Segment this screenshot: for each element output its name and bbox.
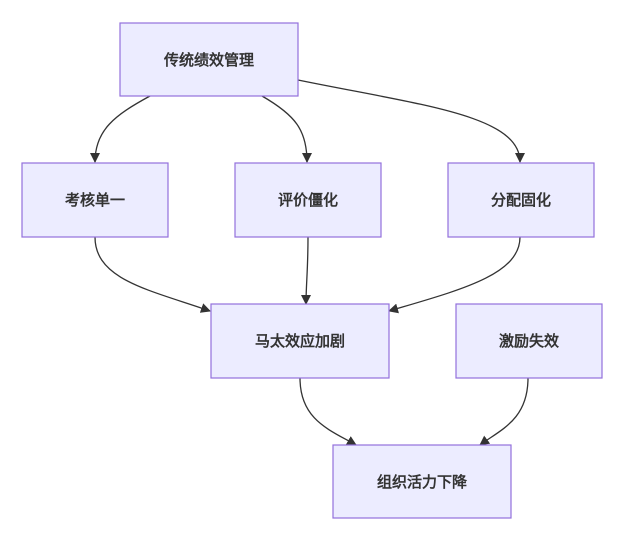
node-incentive-failure-box [455, 303, 603, 379]
node-matthew-effect: 马太效应加剧 [210, 303, 390, 379]
edge-single-assessment-to-matthew-effect [94, 236, 211, 313]
edge-traditional-to-fixed-distribution [297, 79, 525, 163]
edge-rigid-evaluation-to-matthew-effect [301, 236, 312, 305]
node-single-assessment-box [21, 162, 169, 238]
edge-traditional-to-single-assessment [90, 95, 151, 163]
node-incentive-failure-label: 激励失效 [499, 332, 560, 350]
node-single-assessment-label: 考核单一 [65, 191, 125, 209]
node-vitality-decline-box [332, 444, 512, 519]
edge-matthew-effect-to-vitality-decline [299, 377, 357, 446]
edge-fixed-distribution-to-matthew-effect [388, 236, 521, 314]
node-matthew-effect-label: 马太效应加剧 [255, 332, 345, 350]
edges [90, 79, 529, 446]
node-traditional-box [119, 22, 299, 97]
edge-traditional-to-rigid-evaluation [261, 95, 312, 163]
node-rigid-evaluation-box [234, 162, 382, 238]
node-matthew-effect-box [210, 303, 390, 379]
node-vitality-decline: 组织活力下降 [332, 444, 512, 519]
node-single-assessment: 考核单一 [21, 162, 169, 238]
edge-incentive-failure-to-vitality-decline [479, 377, 529, 446]
node-fixed-distribution-label: 分配固化 [491, 191, 551, 209]
node-traditional-label: 传统绩效管理 [163, 51, 254, 69]
node-rigid-evaluation: 评价僵化 [234, 162, 382, 238]
node-fixed-distribution-box [447, 162, 595, 238]
node-fixed-distribution: 分配固化 [447, 162, 595, 238]
node-traditional: 传统绩效管理 [119, 22, 299, 97]
node-vitality-decline-label: 组织活力下降 [377, 473, 468, 491]
node-rigid-evaluation-label: 评价僵化 [278, 191, 338, 209]
node-incentive-failure: 激励失效 [455, 303, 603, 379]
